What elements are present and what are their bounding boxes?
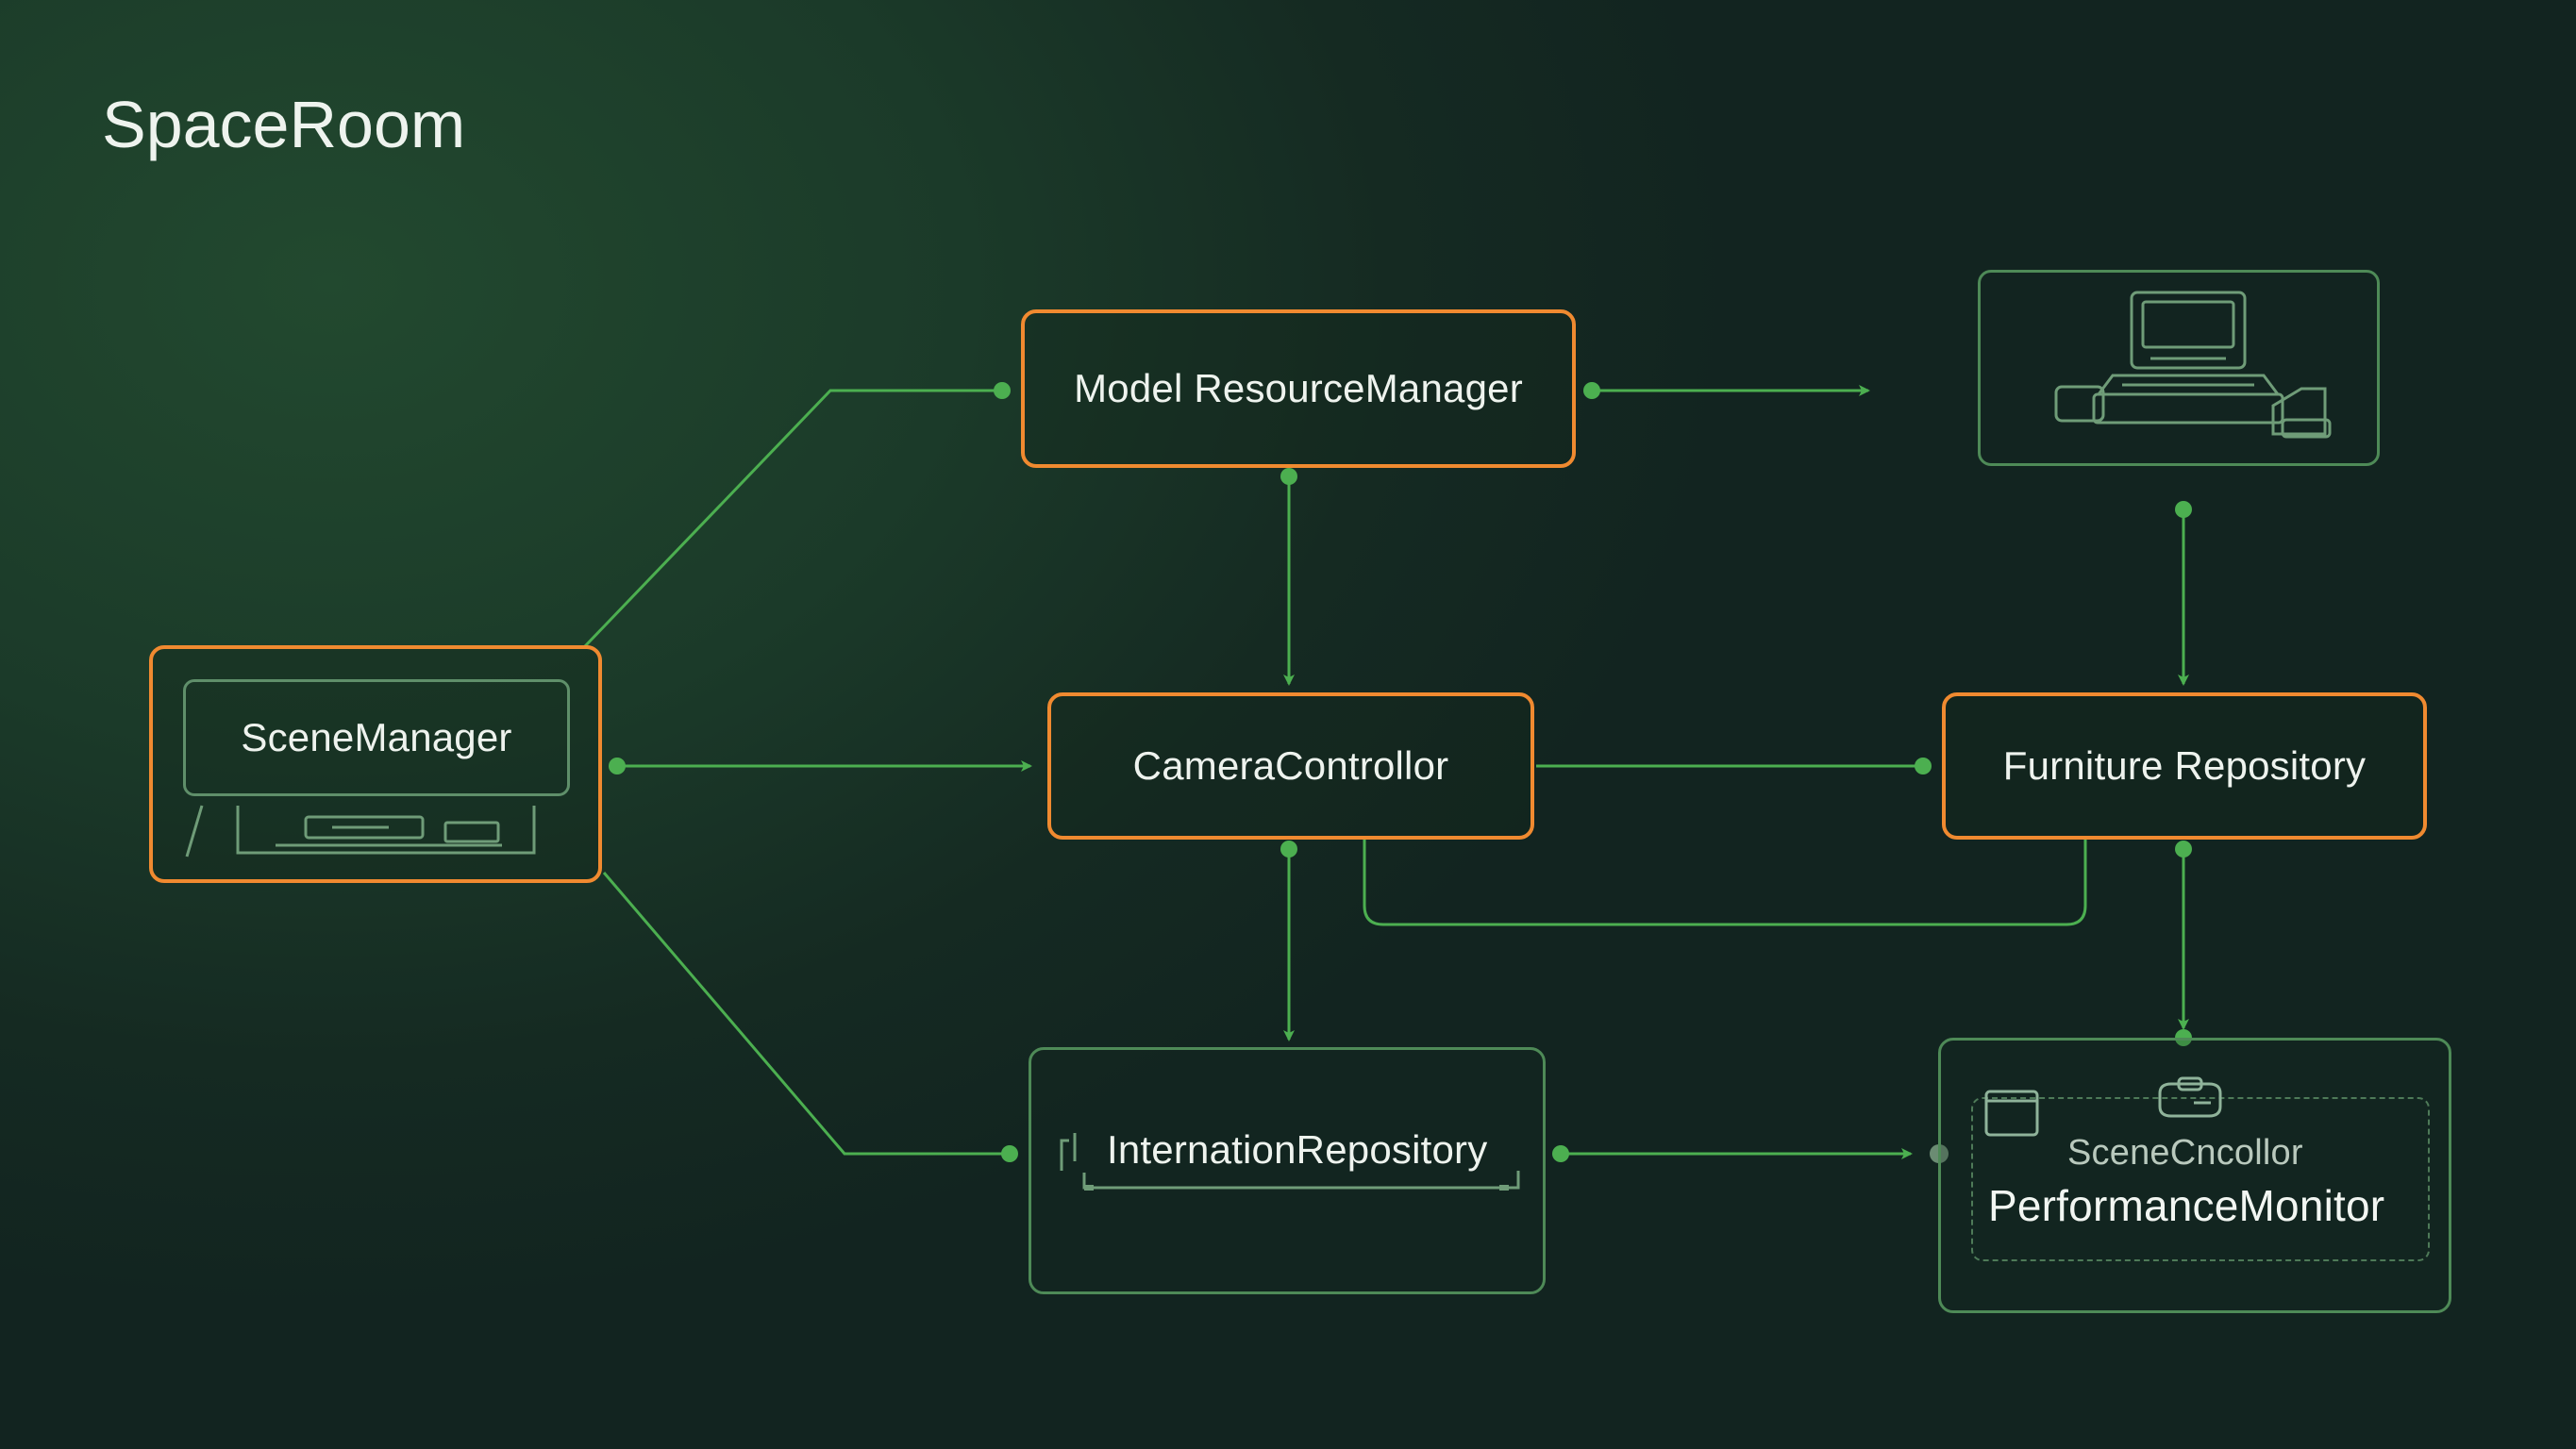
model-resource-manager-node[interactable]: Model ResourceManager	[1021, 309, 1576, 468]
computer-workstation-node[interactable]	[1978, 270, 2380, 466]
diagram-title: SpaceRoom	[102, 88, 466, 161]
model-resource-manager-label: Model ResourceManager	[1074, 366, 1523, 410]
internation-repository-node[interactable]: InternationRepository	[1029, 1047, 1546, 1294]
camera-controller-node[interactable]: CameraControllor	[1047, 692, 1534, 840]
wire-camera-furniture-loop	[1363, 840, 2087, 926]
performance-monitor-inner-frame	[1971, 1097, 2430, 1261]
furniture-repository-label: Furniture Repository	[2002, 743, 2367, 788]
scene-manager-label: SceneManager	[241, 715, 512, 759]
performance-monitor-label: PerformanceMonitor	[1988, 1181, 2385, 1230]
performance-monitor-node[interactable]: SceneCncollor PerformanceMonitor	[1938, 1038, 2451, 1313]
monitor-icon	[1984, 1090, 2039, 1137]
scene-manager-title-box: SceneManager	[183, 679, 570, 796]
internation-repository-label: InternationRepository	[1107, 1127, 1488, 1172]
wire-scene-to-internation	[602, 872, 1010, 1156]
computer-workstation-icon	[2054, 291, 2332, 439]
controller-icon	[2158, 1076, 2222, 1118]
bracket-icon	[1060, 1133, 1520, 1191]
furniture-repository-node[interactable]: Furniture Repository	[1942, 692, 2427, 840]
camera-controller-label: CameraControllor	[1132, 743, 1449, 788]
wire-scene-to-model	[583, 389, 1002, 648]
performance-monitor-sub-label: SceneCncollor	[2067, 1133, 2303, 1173]
desk-screen-icon	[185, 805, 536, 858]
scene-manager-node[interactable]: SceneManager	[149, 645, 602, 883]
